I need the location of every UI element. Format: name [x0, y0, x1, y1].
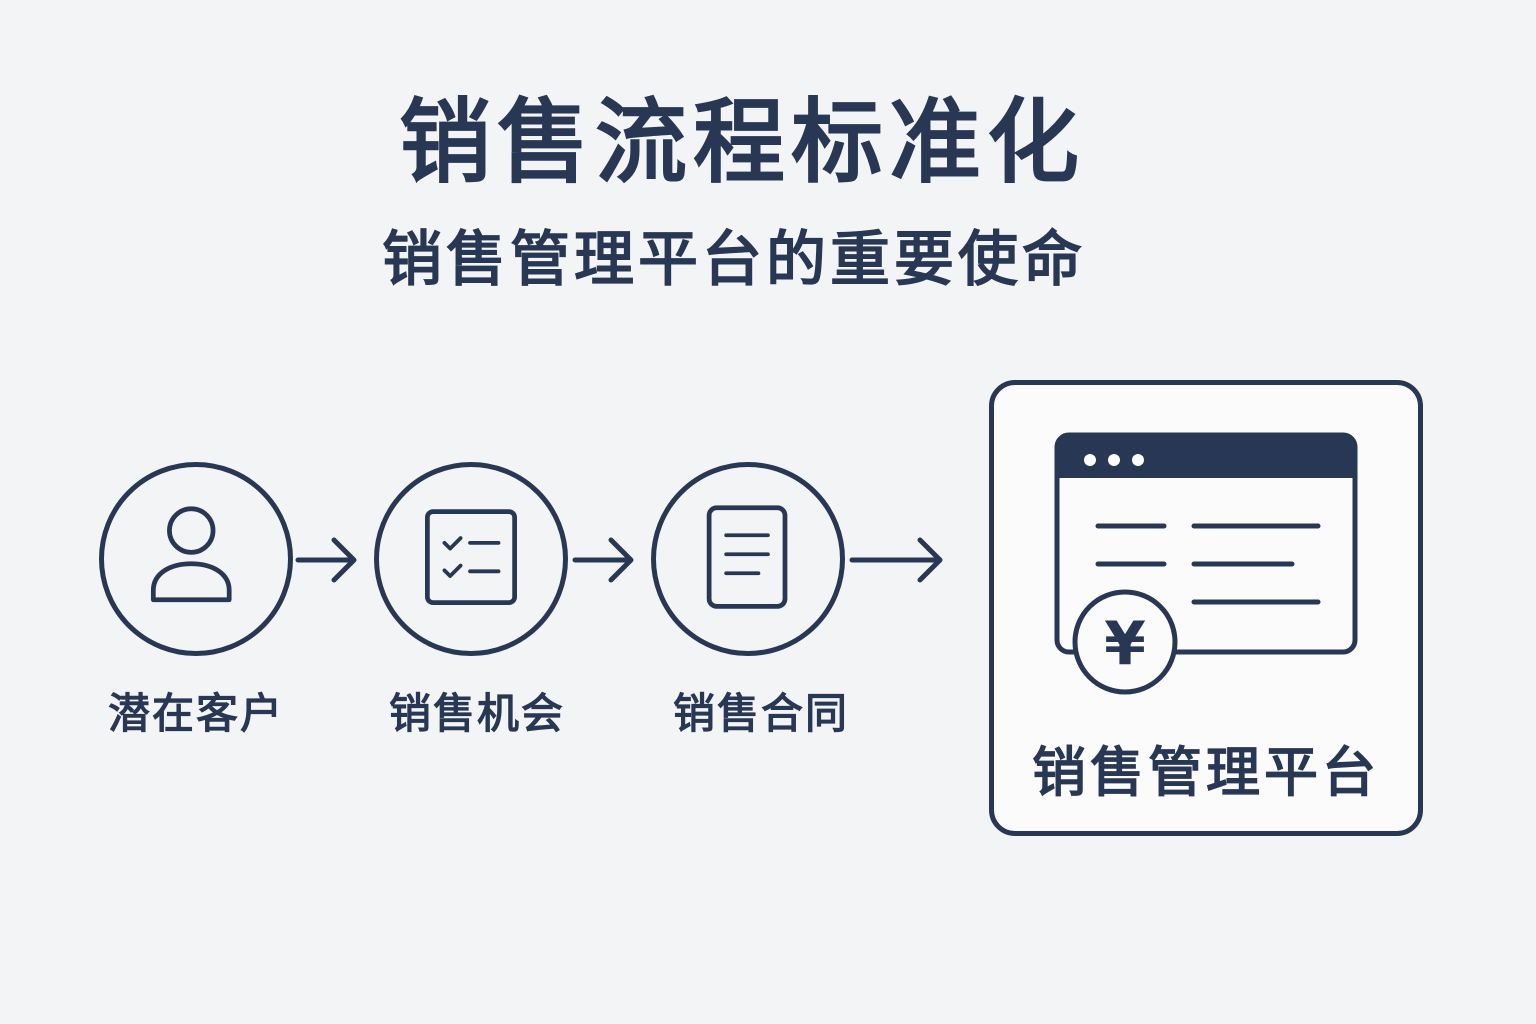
- step-opportunity-circle: [374, 462, 568, 656]
- step-label-prospect: 潜在客户: [107, 689, 284, 738]
- checklist-icon: [425, 509, 517, 605]
- platform-label: 销售管理平台: [1032, 741, 1380, 804]
- currency-coin-icon: ¥: [1072, 589, 1178, 695]
- page-title: 销售流程标准化: [398, 89, 1085, 196]
- user-icon: [150, 506, 232, 603]
- step-label-opportunity: 销售机会: [388, 689, 565, 738]
- page-subtitle: 销售管理平台的重要使命: [382, 225, 1086, 295]
- arrow-right-icon: [295, 537, 357, 583]
- step-prospect-circle: [99, 462, 293, 656]
- arrow-right-icon: [572, 537, 634, 583]
- step-contract-circle: [651, 462, 845, 656]
- document-icon: [706, 505, 788, 609]
- step-label-contract: 销售合同: [672, 689, 849, 738]
- arrow-right-icon: [849, 537, 943, 583]
- browser-window-icon: ¥: [1054, 432, 1358, 695]
- currency-symbol: ¥: [1104, 609, 1146, 679]
